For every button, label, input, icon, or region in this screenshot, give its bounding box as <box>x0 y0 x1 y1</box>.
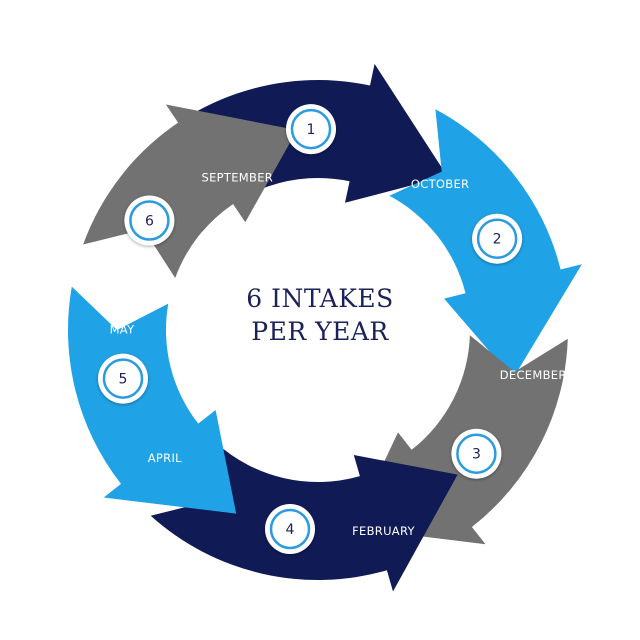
badge-number-4: 4 <box>286 522 295 538</box>
badge-ring <box>269 508 311 550</box>
center-title-line-2: PER YEAR <box>251 317 389 346</box>
arrow-segment-5 <box>68 286 237 514</box>
badge-number-1: 1 <box>307 122 316 138</box>
segment-label-5: APRIL <box>148 451 182 465</box>
arrow-ring <box>68 63 582 592</box>
center-title: 6 INTAKES PER YEAR <box>200 282 440 348</box>
step-badge-2: 2 <box>472 213 523 264</box>
step-badge-6: 6 <box>124 195 175 246</box>
badge-ring <box>456 433 497 474</box>
segment-label-3: DECEMBER <box>500 368 567 382</box>
badge-ring <box>476 218 518 259</box>
step-badge-3: 3 <box>451 428 502 479</box>
segment-label-2: OCTOBER <box>411 177 469 191</box>
step-badge-5: 5 <box>98 353 148 404</box>
step-badges: 1 2 3 4 5 6 <box>98 104 523 554</box>
badge-number-2: 2 <box>493 232 502 248</box>
center-title-line-1: 6 INTAKES <box>246 284 394 313</box>
segment-label-1: SEPTEMBER <box>202 171 274 185</box>
step-badge-4: 4 <box>265 504 315 554</box>
segment-labels: SEPTEMBER OCTOBER DECEMBER FEBRUARY APRIL MAY <box>110 171 567 538</box>
badge-ring <box>129 200 170 241</box>
segment-label-4: FEBRUARY <box>352 524 415 538</box>
arrow-segment-6 <box>83 104 297 278</box>
segment-label-6: MAY <box>110 323 135 337</box>
badge-number-6: 6 <box>145 214 154 230</box>
badge-ring <box>102 358 144 399</box>
step-badge-1: 1 <box>286 104 336 155</box>
badge-number-3: 3 <box>472 447 481 463</box>
badge-ring <box>290 108 332 150</box>
badge-number-5: 5 <box>119 372 128 388</box>
